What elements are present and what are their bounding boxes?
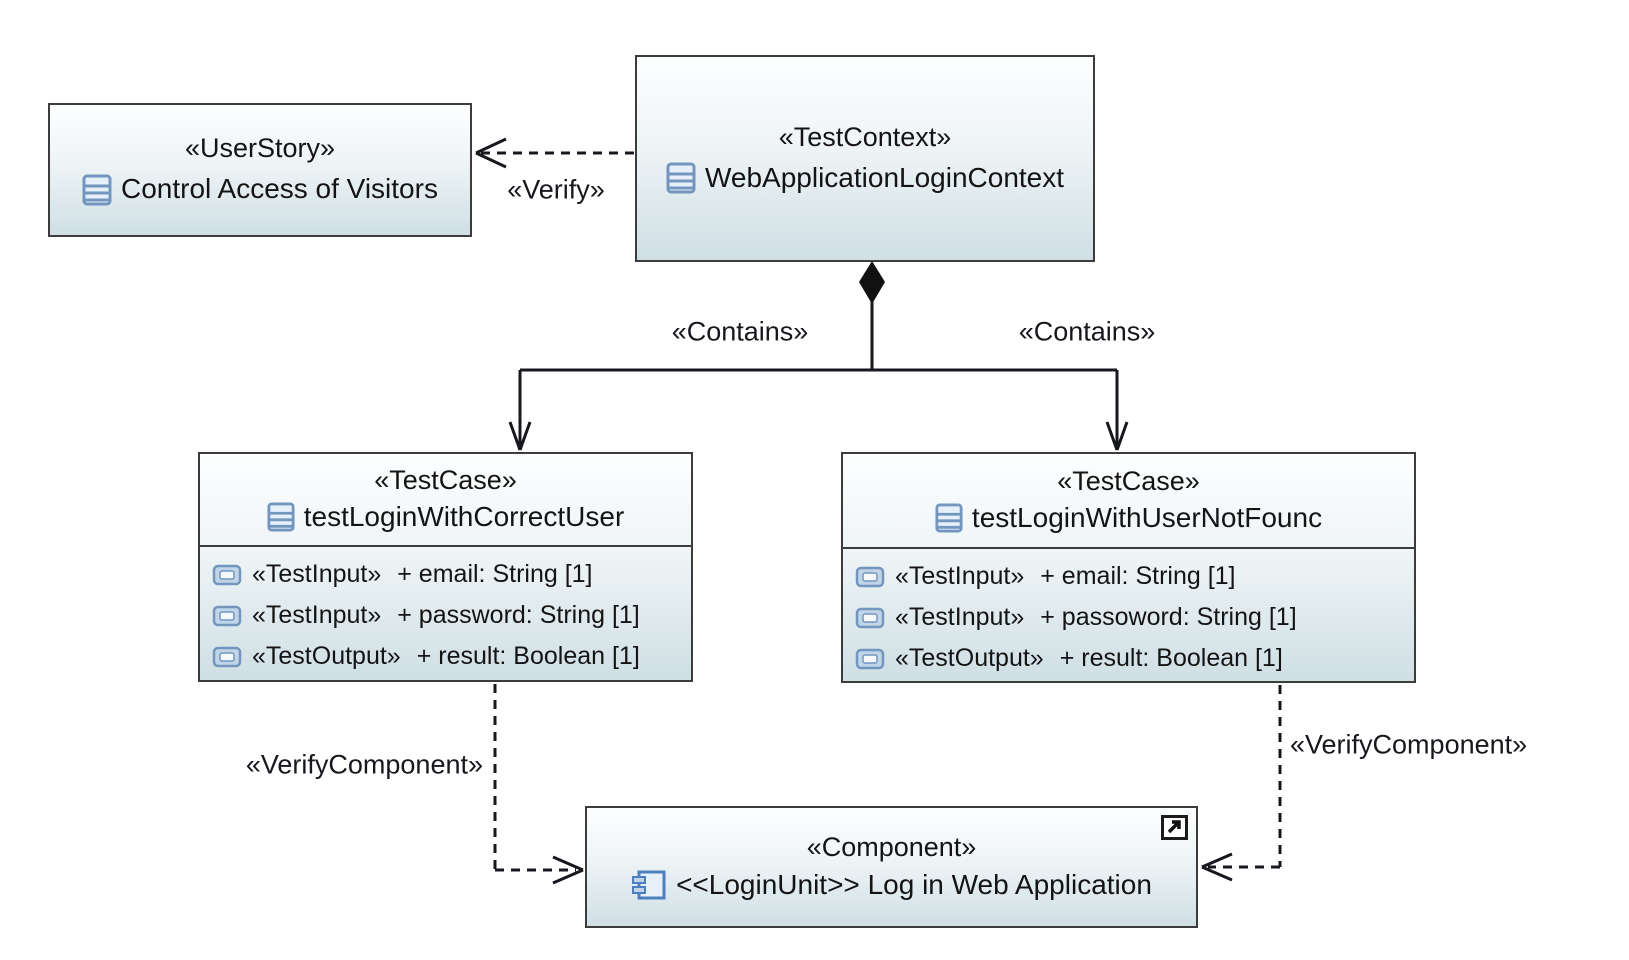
edge-label-verify-component-left: «VerifyComponent» (245, 749, 483, 780)
attribute-row: «TestOutput» + result: Boolean [1] (855, 638, 1414, 679)
verify-component-left-arrowhead (552, 855, 584, 885)
attribute-icon (855, 566, 885, 588)
attribute-row: «TestInput» + email: String [1] (212, 554, 691, 595)
attribute-compartment: «TestInput» + email: String [1] «TestInp… (843, 547, 1414, 681)
user-story-name: Control Access of Visitors (121, 173, 438, 205)
edge-label-verify: «Verify» (507, 174, 605, 205)
class-icon (935, 503, 963, 533)
node-test-case-correct-user[interactable]: «TestCase» testLoginWithCorrectUser (198, 452, 693, 682)
edge-label-verify-component-right: «VerifyComponent» (1290, 729, 1528, 760)
contains-right-arrowhead (1105, 421, 1129, 451)
node-component-login-unit[interactable]: «Component» <<LoginUnit>> Log in Web App… (585, 806, 1198, 928)
test-case-name: testLoginWithUserNotFounc (971, 501, 1323, 533)
test-context-name: WebApplicationLoginContext (704, 161, 1065, 193)
attribute-icon (855, 648, 885, 670)
class-icon (267, 502, 295, 532)
attribute-compartment: «TestInput» + email: String [1] «TestInp… (200, 545, 691, 680)
test-case-name: testLoginWithCorrectUser (303, 500, 625, 532)
verify-arrowhead (475, 137, 507, 169)
node-test-context[interactable]: «TestContext» WebApplicationLoginContext (635, 55, 1095, 262)
component-stereotype: «Component» (806, 831, 977, 862)
attribute-icon (212, 564, 242, 586)
external-link-icon[interactable] (1161, 815, 1188, 845)
composition-diamond (859, 261, 885, 304)
test-case-stereotype: «TestCase» (1057, 466, 1200, 497)
user-story-stereotype: «UserStory» (184, 133, 336, 164)
test-case-stereotype: «TestCase» (374, 465, 517, 496)
attribute-row: «TestOutput» + result: Boolean [1] (212, 636, 691, 677)
class-icon (82, 174, 112, 206)
attribute-row: «TestInput» + passoword: String [1] (855, 597, 1414, 638)
edge-label-contains-right: «Contains» (1018, 316, 1156, 347)
attribute-icon (212, 605, 242, 627)
node-test-case-user-not-found[interactable]: «TestCase» testLoginWithUserNotFounc (841, 452, 1416, 683)
attribute-row: «TestInput» + email: String [1] (855, 556, 1414, 597)
class-icon (666, 162, 696, 194)
attribute-icon (212, 646, 242, 668)
node-user-story[interactable]: «UserStory» Control Access of Visitors (48, 103, 472, 237)
component-name: <<LoginUnit>> Log in Web Application (676, 868, 1152, 900)
component-icon (631, 869, 667, 901)
attribute-icon (855, 607, 885, 629)
contains-left-arrowhead (508, 421, 532, 451)
edge-label-contains-left: «Contains» (671, 316, 809, 347)
verify-component-right-arrowhead (1201, 852, 1233, 882)
test-context-stereotype: «TestContext» (778, 121, 952, 152)
attribute-row: «TestInput» + password: String [1] (212, 595, 691, 636)
